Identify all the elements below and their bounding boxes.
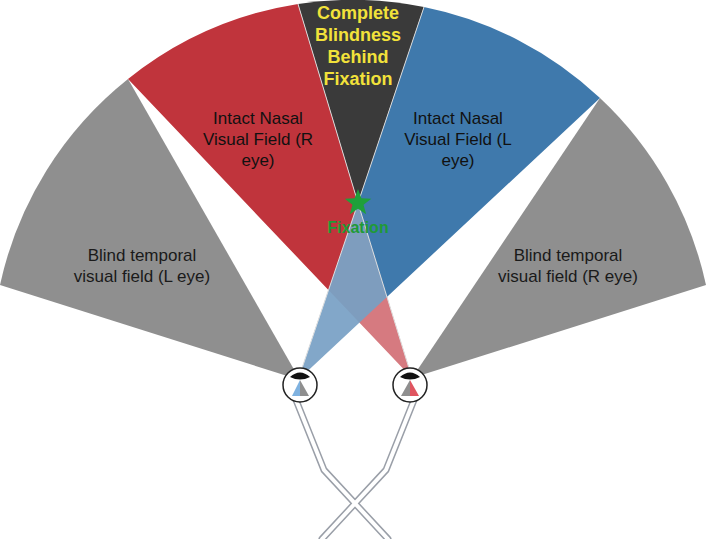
nasal-field-region: Intact Nasal Visual Field (L eye) [399, 108, 517, 171]
left-eye [283, 368, 317, 402]
blindness-wedge-label: Complete Blindness Behind Fixation [306, 2, 410, 90]
region-label: Complete Blindness Behind Fixation [306, 2, 410, 90]
blind-field-region: Blind temporal visual field (L eye) [72, 245, 212, 287]
blind-field-region: Blind temporal visual field (R eye) [498, 245, 638, 287]
overlap-zone [298, 203, 412, 380]
region-label: Blind temporal visual field (L eye) [72, 245, 212, 287]
region-label: Intact Nasal Visual Field (L eye) [399, 108, 517, 171]
nasal-field-region: Intact Nasal Visual Field (R eye) [199, 108, 317, 171]
region-label: Blind temporal visual field (R eye) [498, 245, 638, 287]
fixation-star [345, 189, 372, 214]
right-eye [393, 368, 427, 402]
optic-nerves [296, 400, 414, 539]
fixation-label: Fixation [327, 219, 388, 237]
region-label: Intact Nasal Visual Field (R eye) [199, 108, 317, 171]
